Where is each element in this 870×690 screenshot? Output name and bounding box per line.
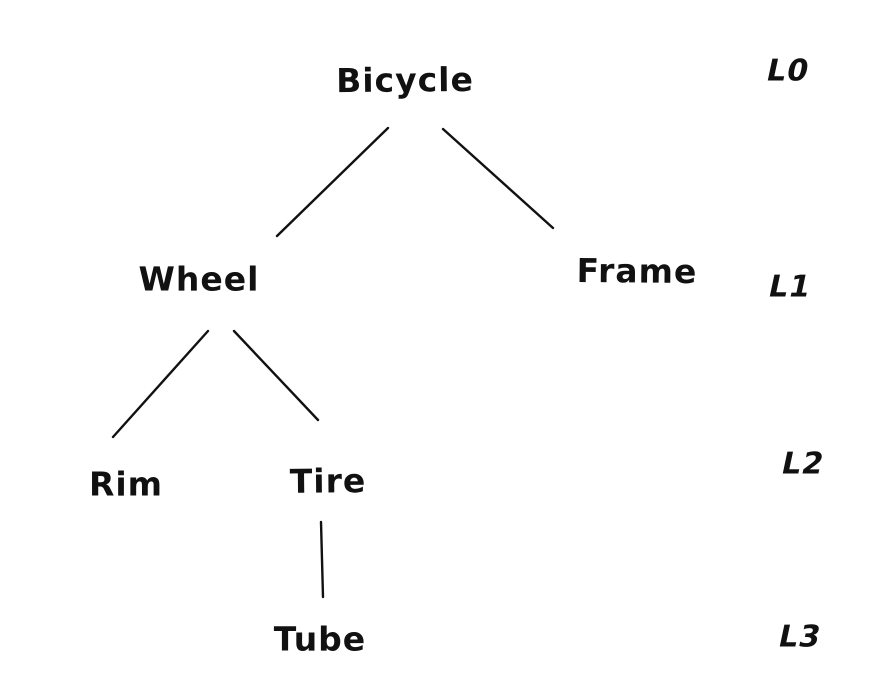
- edge-tire-tube: [319, 520, 325, 599]
- node-tire: Tire: [289, 461, 367, 501]
- edge-bicycle-wheel: [275, 126, 390, 238]
- node-frame: Frame: [576, 250, 698, 292]
- level-label-l0: L0: [763, 53, 813, 89]
- level-label-l2: L2: [778, 446, 828, 482]
- node-tube: Tube: [273, 619, 367, 659]
- edge-wheel-tire: [232, 329, 320, 422]
- node-wheel: Wheel: [138, 259, 260, 299]
- edge-wheel-rim: [111, 329, 210, 439]
- node-rim: Rim: [88, 464, 164, 504]
- level-label-l3: L3: [775, 619, 825, 655]
- level-label-l1: L1: [765, 269, 815, 305]
- node-bicycle: Bicycle: [335, 59, 475, 101]
- edge-bicycle-frame: [441, 127, 555, 230]
